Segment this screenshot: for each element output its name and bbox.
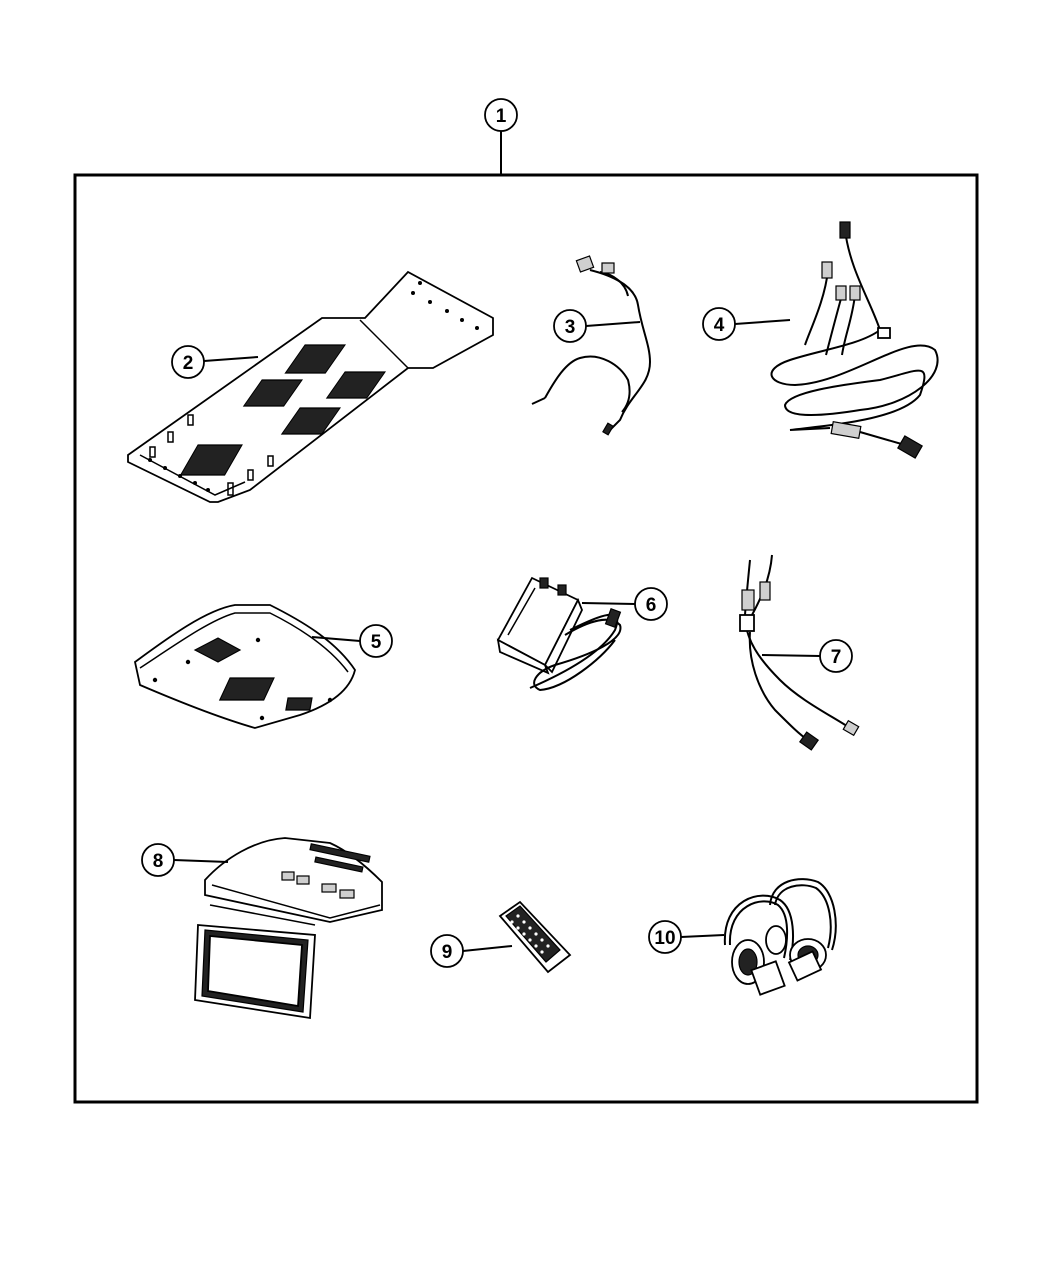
callout-6-label: 6 [646, 595, 657, 616]
callout-7[interactable]: 7 [761, 639, 853, 673]
part-10-headphones [723, 878, 837, 996]
callout-5-label: 5 [371, 632, 382, 653]
callout-2[interactable]: 2 [171, 345, 259, 379]
callout-6[interactable]: 6 [581, 587, 668, 621]
callout-9-label: 9 [442, 942, 453, 963]
part-5-overhead-console [133, 604, 356, 729]
callout-1[interactable]: 1 [484, 98, 518, 175]
callout-9[interactable]: 9 [430, 934, 513, 968]
callout-3-label: 3 [565, 317, 576, 338]
callout-10-label: 10 [654, 928, 675, 949]
callout-4[interactable]: 4 [702, 307, 791, 341]
callout-5[interactable]: 5 [311, 624, 393, 658]
callout-8-label: 8 [153, 851, 164, 872]
callout-1-label: 1 [496, 106, 507, 127]
kit-frame [73, 173, 979, 1104]
part-9-remote-control [498, 900, 572, 974]
callout-4-label: 4 [714, 315, 725, 336]
callout-3[interactable]: 3 [553, 309, 641, 343]
callout-8[interactable]: 8 [141, 843, 229, 877]
part-7-y-cable [739, 554, 860, 751]
callout-2-label: 2 [183, 353, 194, 374]
part-6-module [496, 576, 622, 692]
callout-7-label: 7 [831, 647, 842, 668]
part-3-wire-harness [531, 255, 652, 436]
part-4-video-cable [770, 221, 939, 459]
part-2-mounting-plate [127, 270, 494, 503]
part-8-dvd-player [194, 837, 383, 1020]
callout-10[interactable]: 10 [648, 920, 725, 954]
